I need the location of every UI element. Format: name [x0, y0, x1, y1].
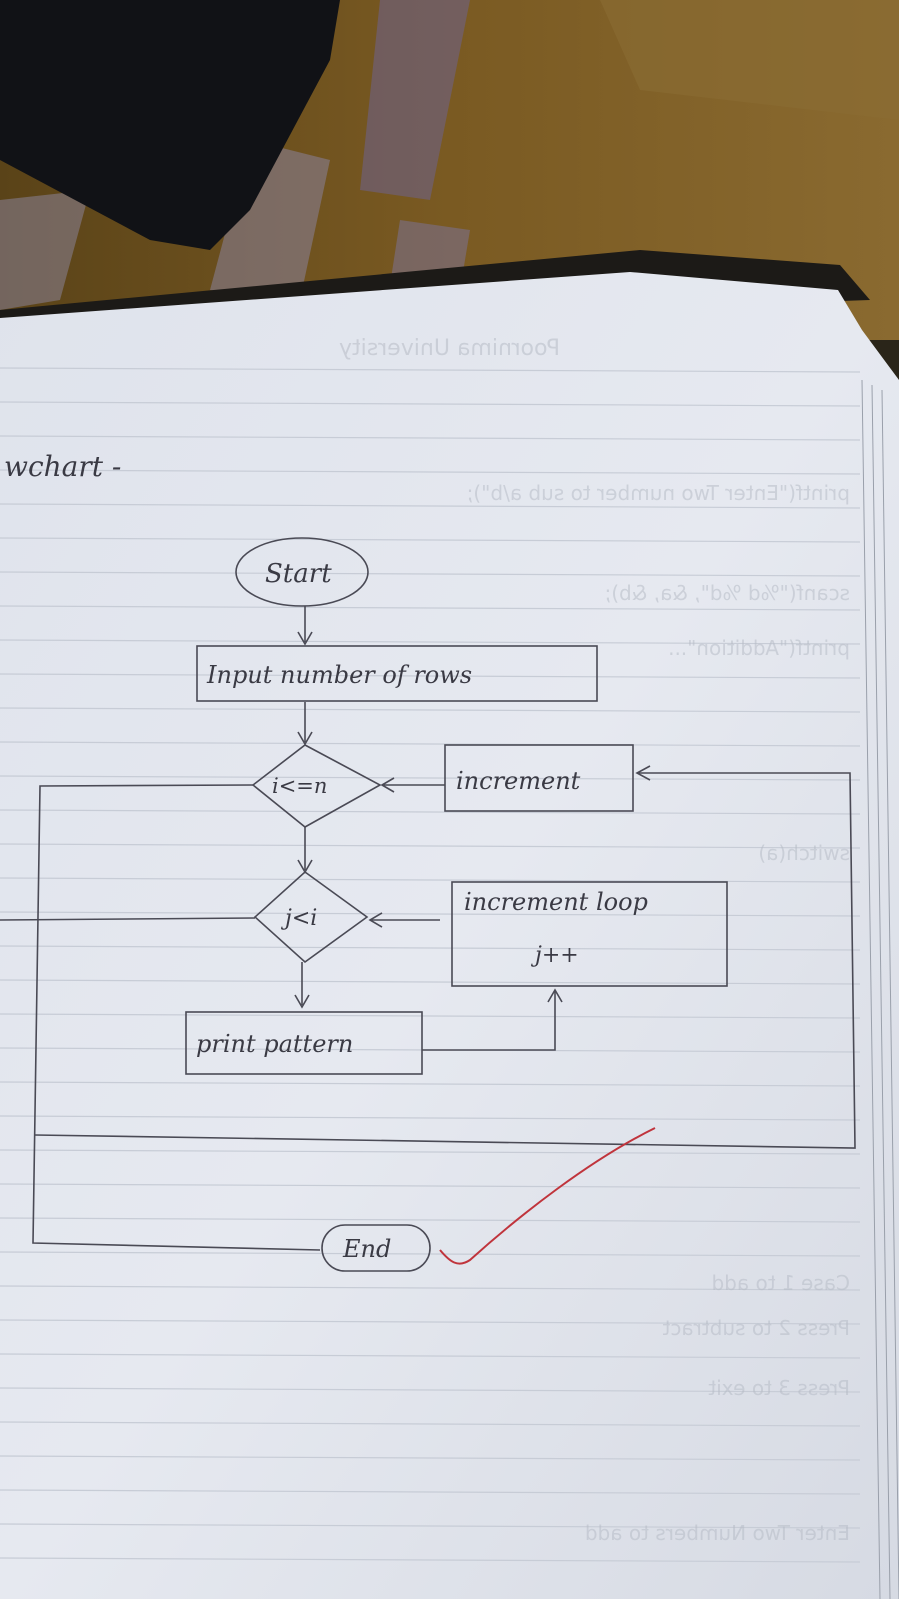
print-box: [185, 1011, 423, 1075]
watermark: Poornima University: [339, 336, 560, 361]
inner-increment-label-line2: j++: [530, 943, 579, 968]
input-box: [196, 645, 598, 702]
start-terminator: [235, 537, 369, 607]
notebook-page: [0, 272, 899, 1599]
check-mark: [439, 1127, 656, 1265]
flowchart-labels: Start Input number of rows i<=n incremen…: [196, 559, 648, 1263]
print-label: print pattern: [196, 1030, 353, 1058]
svg-text:printf("Enter Two number to su: printf("Enter Two number to sub a/b");: [467, 481, 850, 505]
svg-text:printf("Addition"...: printf("Addition"...: [668, 636, 850, 660]
input-label: Input number of rows: [206, 661, 472, 689]
outer-condition-label: i<=n: [272, 774, 327, 798]
inner-condition-label: j<i: [280, 906, 317, 931]
page-heading: wchart -: [4, 450, 121, 483]
inner-increment-box: [451, 881, 728, 987]
flowchart: [0, 537, 856, 1272]
svg-text:Case 1 to add: Case 1 to add: [712, 1271, 850, 1295]
outer-increment-box: [444, 744, 634, 812]
end-terminator: [321, 1224, 431, 1272]
svg-text:scanf("%d %d", &a, &b);: scanf("%d %d", &a, &b);: [605, 581, 850, 605]
page-stack-edge: [861, 379, 899, 1599]
svg-text:Press 2 to subtract: Press 2 to subtract: [662, 1316, 850, 1340]
bleed-through-text: printf("Enter Two number to sub a/b"); s…: [467, 481, 850, 1545]
svg-text:Press 3 to exit: Press 3 to exit: [708, 1376, 850, 1400]
svg-text:switch(a): switch(a): [758, 841, 850, 865]
svg-text:Enter Two Numbers to add: Enter Two Numbers to add: [585, 1521, 850, 1545]
ruled-lines: [0, 367, 861, 1563]
inner-condition-diamond: [253, 870, 369, 964]
phone-object: [0, 0, 340, 250]
outer-increment-label: increment: [456, 767, 581, 795]
inner-increment-label-line1: increment loop: [464, 888, 648, 916]
end-label: End: [342, 1235, 391, 1263]
start-label: Start: [265, 559, 332, 589]
